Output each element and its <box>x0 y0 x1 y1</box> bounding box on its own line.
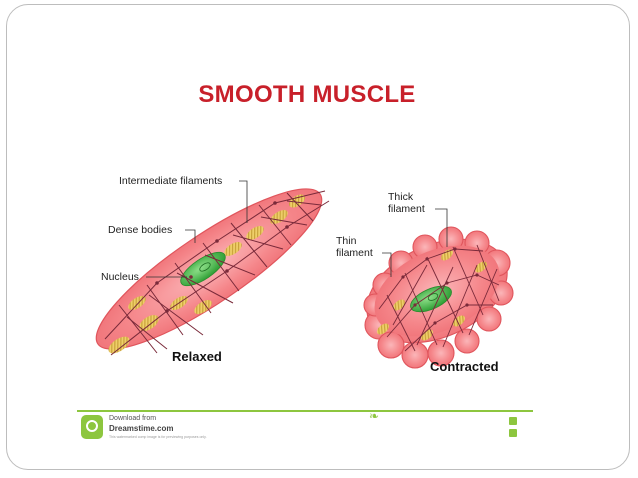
watermark-divider <box>77 410 533 412</box>
leader-lines <box>146 180 448 278</box>
watermark-line2: Dreamstime.com <box>109 424 174 433</box>
relaxed-thick-filaments <box>108 194 305 354</box>
contracted-dense-bodies <box>401 247 479 325</box>
label-thick-filament-line2: filament <box>388 203 425 215</box>
label-thick-filament-line1: Thick <box>388 191 414 203</box>
label-thin-filament-line2: filament <box>336 247 373 259</box>
label-thin-filament-line1: Thin <box>336 235 357 247</box>
label-intermediate-filaments: Intermediate filaments <box>119 175 222 187</box>
dreamstime-logo-icon <box>81 415 103 439</box>
watermark-line3: This watermarked comp image is for previ… <box>109 435 207 439</box>
label-nucleus: Nucleus <box>101 271 139 283</box>
caption-contracted: Contracted <box>430 359 499 374</box>
sprout-icon: ❧ <box>369 409 380 423</box>
slide: SMOOTH MUSCLE <box>6 4 630 470</box>
relaxed-cell <box>95 188 330 356</box>
caption-relaxed: Relaxed <box>172 349 222 364</box>
label-dense-bodies: Dense bodies <box>108 224 172 236</box>
corner-square-icon <box>509 417 517 425</box>
contracted-cell <box>363 226 514 369</box>
corner-square-icon <box>509 429 517 437</box>
smooth-muscle-diagram: Intermediate filaments Dense bodies Nucl… <box>95 175 514 374</box>
watermark-line1: Download from <box>109 415 157 422</box>
contracted-thick-filaments <box>377 249 487 341</box>
slide-title: SMOOTH MUSCLE <box>198 81 416 108</box>
relaxed-dense-bodies <box>155 201 289 313</box>
